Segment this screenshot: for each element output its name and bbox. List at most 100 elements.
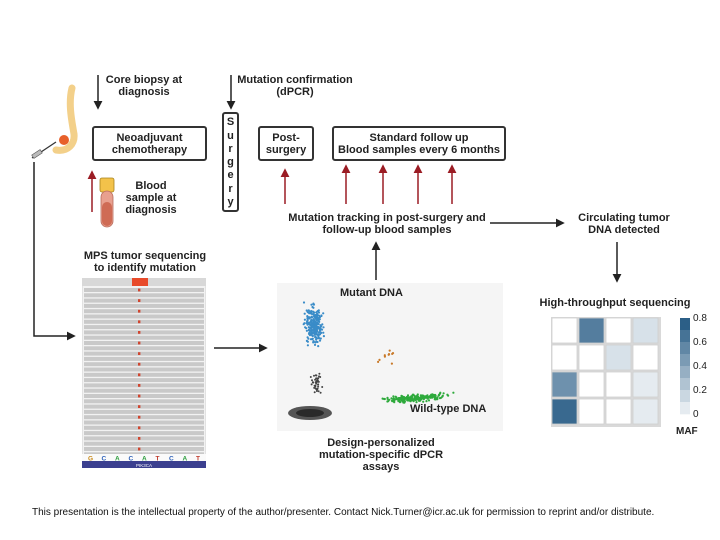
read-row (84, 356, 204, 361)
rain-droplet (317, 380, 320, 383)
surgery-letter: r (228, 142, 233, 155)
mutant-droplet (311, 334, 314, 338)
wildtype-droplet (417, 395, 420, 399)
wildtype-droplet (425, 395, 428, 398)
blood-tube-icon (99, 177, 115, 228)
mutant-droplet (308, 322, 311, 326)
wildtype-droplet (437, 394, 440, 397)
wildtype-droplet (407, 399, 410, 402)
wildtype-droplet (442, 392, 445, 395)
mutant-droplet (315, 323, 319, 326)
heatmap-cell (632, 398, 659, 425)
wildtype-droplet (431, 393, 434, 396)
mutant-droplet (312, 310, 315, 313)
read-row (84, 362, 204, 367)
read-row (84, 335, 204, 340)
mutant-droplet (311, 332, 314, 335)
mutant-droplet (315, 326, 318, 329)
box-neoadjuvant: Neoadjuvant chemotherapy (92, 126, 207, 161)
surgery-letter: e (227, 169, 234, 182)
variant-call (138, 415, 141, 419)
scale-segment (680, 390, 690, 403)
label-dpcr-assays: Design-personalized mutation-specific dP… (318, 437, 444, 473)
mutant-droplet (303, 312, 306, 315)
arrow-biopsy-to-mps (33, 162, 76, 341)
rain-droplet (317, 390, 320, 393)
follow-up-subtitle: Blood samples every 6 months (338, 143, 500, 156)
variant-call (138, 309, 141, 313)
mps-mutation-marker (132, 278, 148, 286)
wildtype-droplet (390, 397, 393, 400)
rain-droplet (317, 383, 320, 386)
heatmap-cell (578, 317, 605, 344)
variant-call (138, 437, 141, 440)
heatmap-cell (632, 344, 659, 371)
follow-up-title: Standard follow up (369, 131, 469, 144)
heatmap-cell (578, 344, 605, 371)
rain-droplet (315, 374, 318, 377)
label-mutant-dna: Mutant DNA (340, 287, 403, 299)
mutant-droplet (318, 314, 321, 317)
rain-droplet (318, 372, 321, 375)
wildtype-droplet (436, 396, 439, 399)
mutant-droplet (312, 340, 315, 343)
rain-droplet (310, 383, 313, 386)
mutant-droplet (307, 329, 310, 332)
mutant-droplet (310, 315, 313, 318)
label-wild-type-dna: Wild-type DNA (410, 403, 487, 415)
gene-label: PIK3CA (136, 463, 152, 468)
read-row (84, 325, 204, 330)
wildtype-droplet (426, 396, 429, 399)
label-blood-sample: Blood sample at diagnosis (125, 180, 177, 216)
sequence-base: G (88, 456, 93, 463)
wildtype-droplet (399, 400, 402, 403)
mutant-droplet (320, 325, 323, 328)
read-row (84, 319, 204, 324)
mutant-droplet (309, 338, 313, 341)
wildtype-droplet (406, 395, 409, 398)
mutant-droplet (306, 310, 309, 313)
read-row (84, 341, 204, 345)
negative-cluster-core (296, 409, 324, 417)
wildtype-droplet (393, 400, 396, 403)
rain-droplet (311, 379, 313, 382)
variant-call (138, 331, 141, 334)
read-row (84, 303, 204, 308)
scale-segment (680, 402, 690, 415)
box-standard-follow-up: Standard follow up Blood samples every 6… (332, 126, 506, 161)
mutant-droplet (310, 303, 313, 306)
read-row (84, 288, 204, 292)
scale-segment (680, 342, 690, 355)
mutant-droplet (315, 317, 318, 321)
read-row (84, 394, 204, 398)
wildtype-droplet (433, 398, 436, 401)
mutant-droplet (318, 320, 321, 323)
rain-droplet (313, 391, 316, 394)
double-positive-droplet (378, 358, 381, 361)
mutant-droplet (308, 310, 312, 313)
read-row (84, 298, 204, 303)
wildtype-droplet (411, 394, 414, 397)
variant-call (138, 447, 141, 451)
rain-droplet (313, 384, 316, 387)
wildtype-droplet (404, 396, 407, 399)
surgery-letter: g (227, 156, 234, 168)
mutant-droplet (303, 322, 306, 325)
label-mutation-confirmation: Mutation confirmation (dPCR) (237, 74, 353, 98)
mutant-droplet (313, 321, 316, 324)
label-core-biopsy: Core biopsy at diagnosis (105, 74, 183, 98)
variant-call (138, 394, 141, 398)
variant-call (138, 373, 141, 377)
wildtype-droplet (394, 398, 398, 401)
read-row (84, 404, 204, 409)
variant-call (138, 299, 141, 302)
double-positive-droplet (388, 349, 391, 352)
mutant-droplet (310, 321, 313, 324)
wildtype-droplet (429, 396, 432, 399)
wildtype-droplet (446, 393, 449, 396)
label-mutation-tracking: Mutation tracking in post-surgery and fo… (288, 212, 486, 236)
mutant-droplet (308, 331, 311, 334)
variant-call (138, 341, 141, 345)
surgery-letter: y (227, 195, 234, 208)
